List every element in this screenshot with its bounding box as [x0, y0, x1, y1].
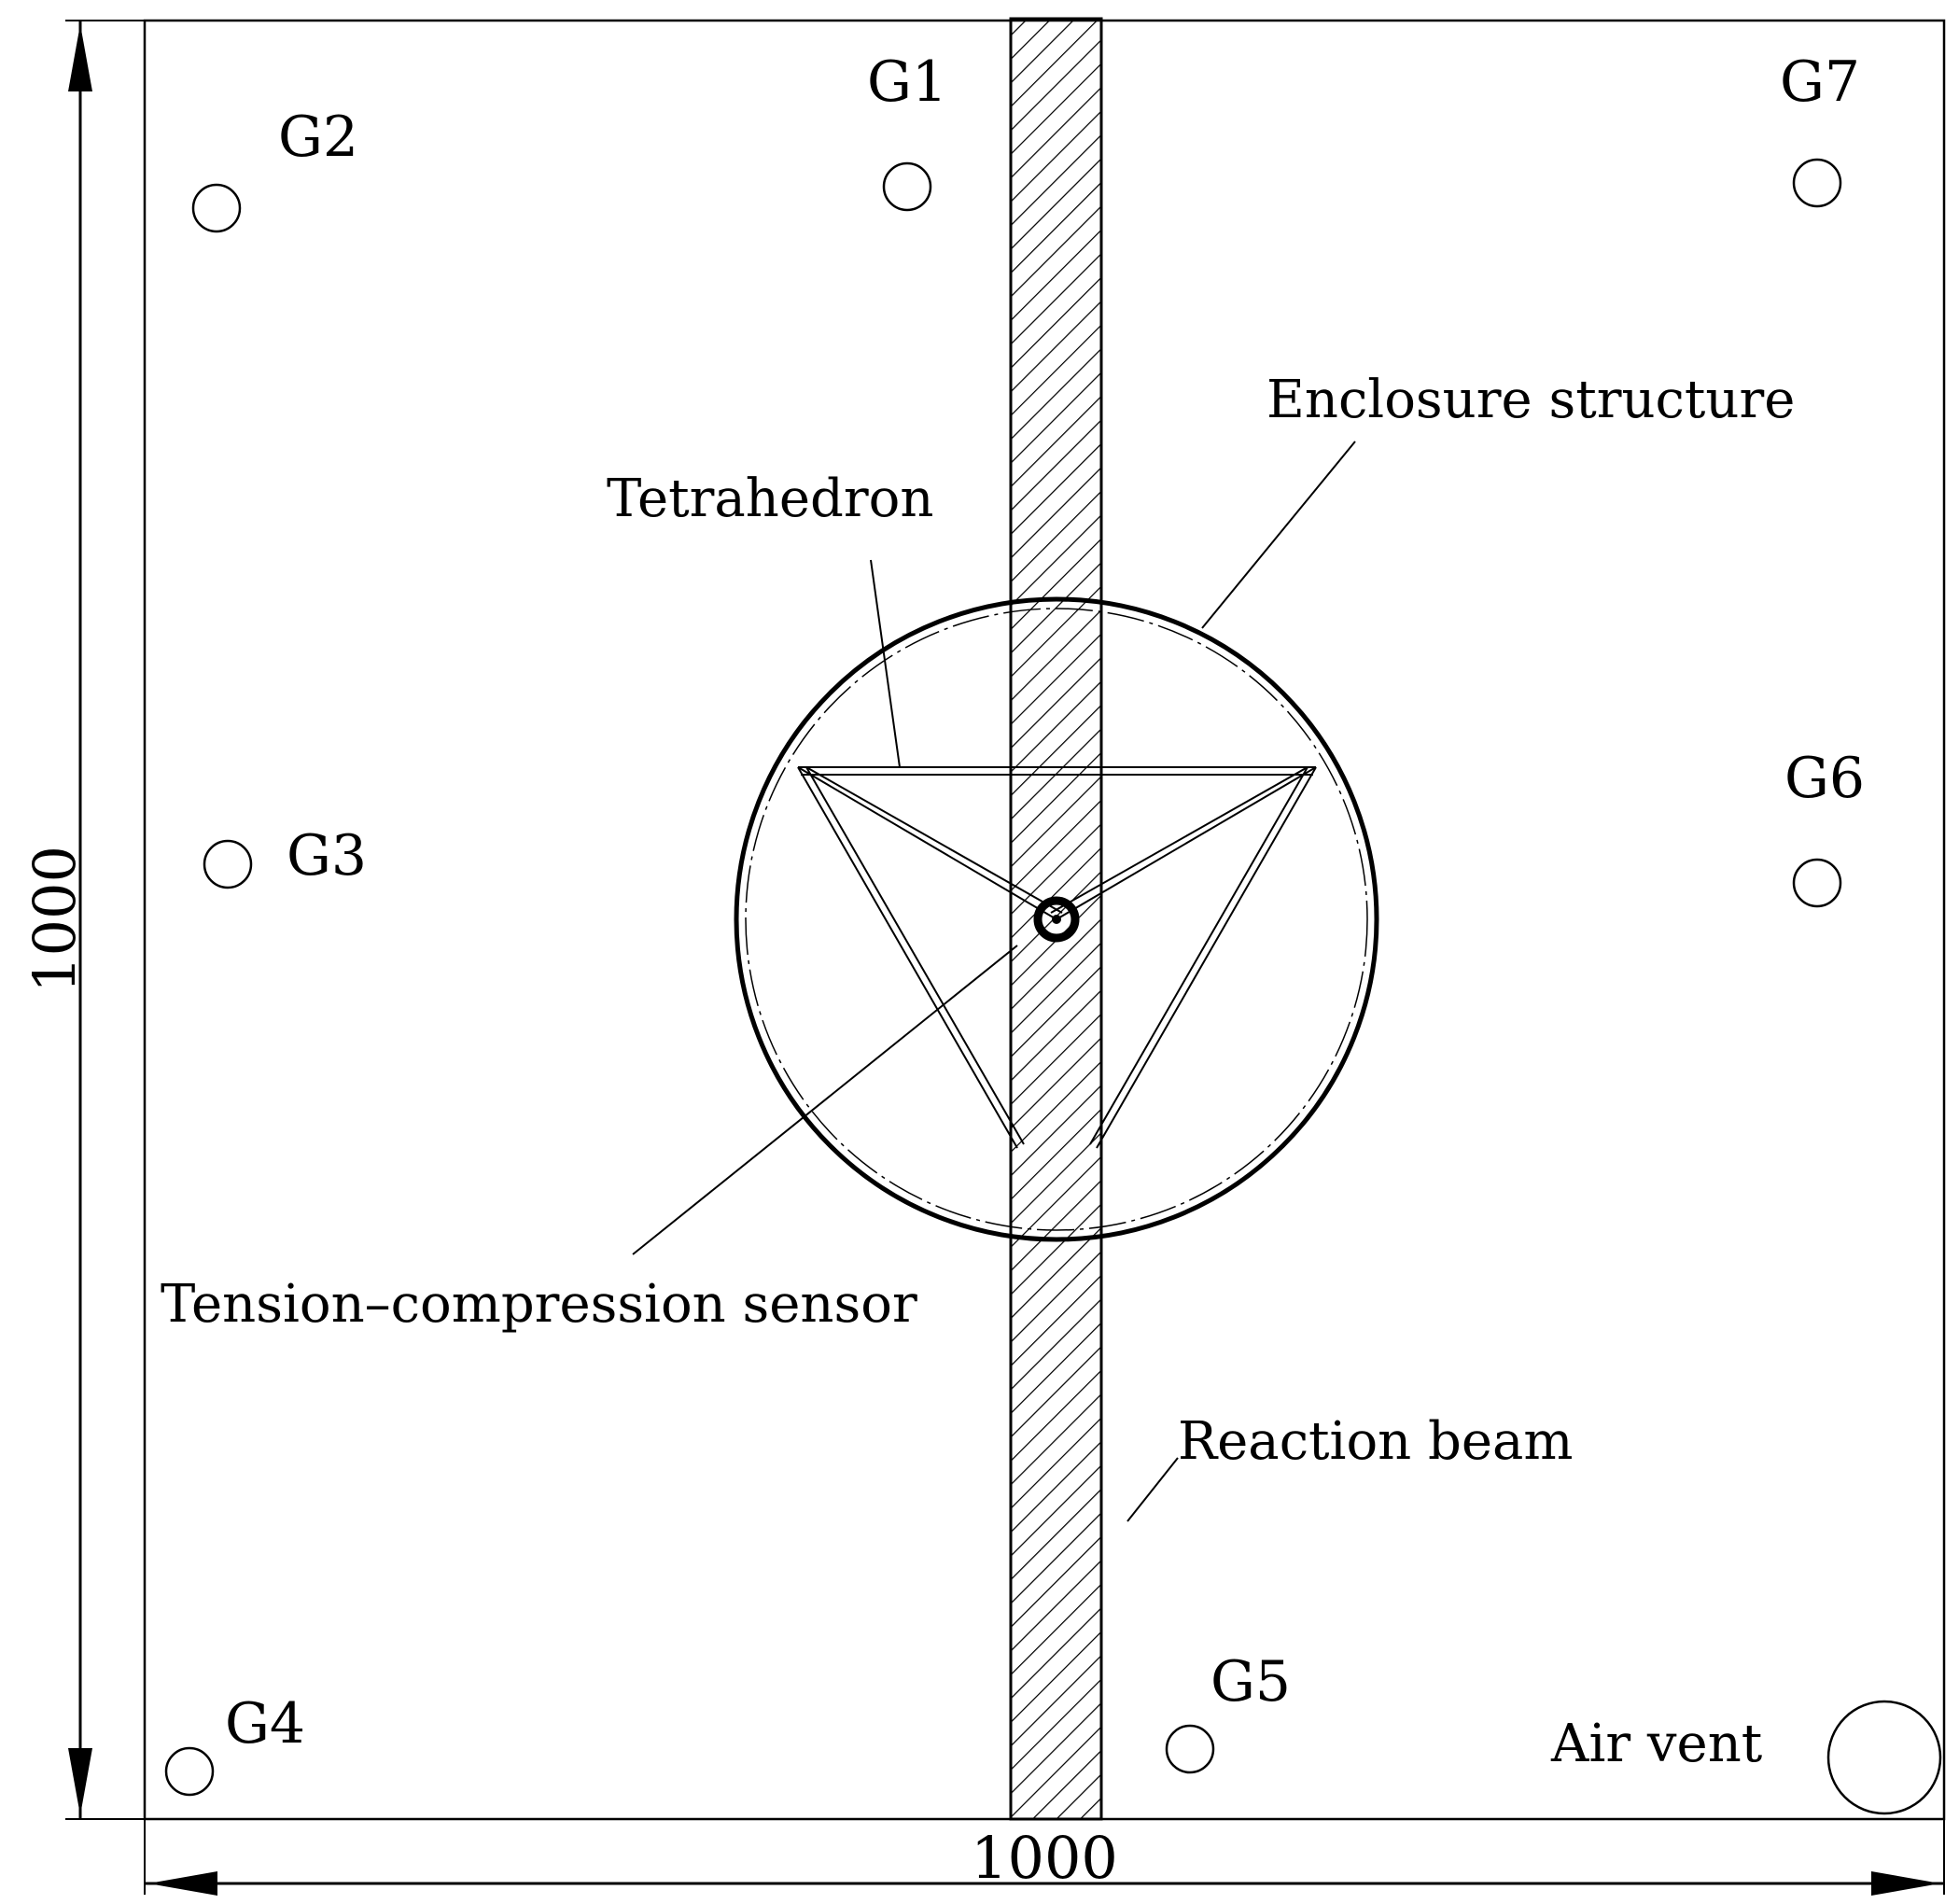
- enclosure-leader: [1201, 441, 1356, 629]
- gauge-g4-marker: [164, 1746, 215, 1797]
- height-dimension-label: 1000: [21, 846, 89, 993]
- enclosure-label: Enclosure structure: [1266, 370, 1795, 430]
- sensor-label: Tension–compression sensor: [161, 1274, 917, 1335]
- beam-leader: [1126, 1457, 1179, 1522]
- gauge-g6-label: G6: [1784, 746, 1865, 811]
- gauge-g2-label: G2: [278, 105, 358, 170]
- beam-label: Reaction beam: [1178, 1411, 1574, 1472]
- gauge-g7-label: G7: [1780, 49, 1860, 115]
- gauge-g4-label: G4: [225, 1691, 305, 1757]
- air-vent-marker: [1826, 1700, 1942, 1815]
- tetrahedron-leader: [870, 559, 901, 768]
- width-dimension-label: 1000: [971, 1824, 1118, 1892]
- gauge-g2-marker: [191, 183, 242, 233]
- tetrahedron-label: Tetrahedron: [607, 469, 933, 529]
- gauge-g7-marker: [1792, 158, 1842, 208]
- gauge-g5-label: G5: [1210, 1649, 1291, 1715]
- height-dimension: [65, 20, 145, 1820]
- width-dimension: [144, 1819, 1945, 1896]
- gauge-g1-label: G1: [867, 49, 947, 115]
- sensor-marker: [1033, 896, 1080, 943]
- sensor-leader: [632, 945, 1018, 1255]
- air-vent-label: Air vent: [1550, 1714, 1763, 1774]
- gauge-g3-marker: [203, 839, 253, 889]
- gauge-g5-marker: [1165, 1724, 1215, 1774]
- gauge-g1-marker: [882, 161, 932, 212]
- gauge-g6-marker: [1792, 858, 1842, 908]
- gauge-g3-label: G3: [287, 823, 367, 889]
